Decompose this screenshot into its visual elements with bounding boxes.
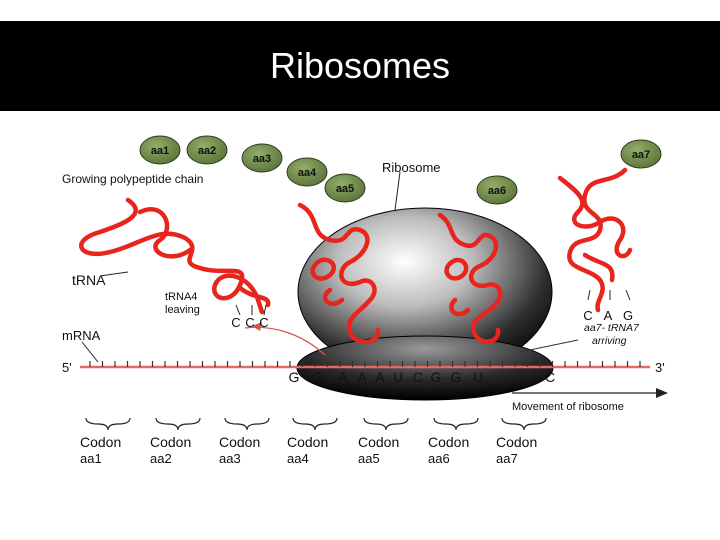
- growing-chain-label: Growing polypeptide chain: [62, 172, 203, 186]
- codon-brace: [433, 417, 479, 431]
- mrna-strand: [80, 361, 650, 369]
- codon-label: Codon: [219, 434, 260, 450]
- three-prime-label: 3': [655, 360, 665, 375]
- codon-label: Codon: [358, 434, 399, 450]
- mrna-base: A: [375, 369, 385, 385]
- mrna-base: G: [289, 369, 300, 385]
- trna-middle-1: [297, 202, 381, 345]
- amino-acid-4: aa4: [286, 157, 328, 187]
- mrna-base: G: [431, 369, 442, 385]
- amino-acid-2: aa2: [186, 135, 228, 165]
- trna-middle-2: [437, 212, 503, 344]
- codon-aa-label: aa1: [80, 451, 102, 466]
- ribosome-label: Ribosome: [382, 160, 441, 175]
- codon-brace: [224, 417, 270, 431]
- anticodon-base: C: [259, 315, 268, 330]
- codon-brace: [363, 417, 409, 431]
- movement-label: Movement of ribosome: [512, 401, 624, 413]
- arriving-label: aa7- tRNA7: [584, 322, 640, 334]
- anticodon-base: C: [231, 315, 240, 330]
- amino-acid-label: aa3: [253, 153, 271, 165]
- mrna-base: C: [413, 369, 423, 385]
- amino-acid-label: aa6: [488, 185, 506, 197]
- amino-acid-1: aa1: [139, 135, 181, 165]
- amino-acid-7: aa7: [620, 139, 662, 169]
- codon-brace: [292, 417, 338, 431]
- amino-acid-label: aa1: [151, 145, 169, 157]
- codon-brace: [155, 417, 201, 431]
- mrna-base: A: [338, 369, 348, 385]
- codon-label: Codon: [80, 434, 121, 450]
- amino-acid-label: aa2: [198, 145, 216, 157]
- amino-acid-label: aa7: [632, 149, 650, 161]
- codon-label: Codon: [287, 434, 328, 450]
- mrna-base: G: [451, 369, 462, 385]
- mrna-base: G: [313, 369, 324, 385]
- amino-acid-5: aa5: [324, 173, 366, 203]
- arriving-label-2: arriving: [592, 335, 627, 347]
- mrna-base: U: [393, 369, 403, 385]
- amino-acid-3: aa3: [241, 143, 283, 173]
- trna-label: tRNA: [72, 272, 106, 288]
- mrna-base: C: [545, 369, 555, 385]
- movement-arrow: [512, 388, 668, 398]
- codon-brace: [501, 417, 547, 431]
- five-prime-label: 5': [62, 360, 72, 375]
- trna-right: [557, 167, 633, 313]
- codon-aa-label: aa4: [287, 451, 309, 466]
- codon-row: Codonaa1Codonaa2Codonaa3Codonaa4Codonaa5…: [80, 417, 547, 466]
- mrna-base: U: [473, 369, 483, 385]
- amino-acid-label: aa5: [336, 183, 354, 195]
- anticodon-base: C: [245, 315, 254, 330]
- codon-aa-label: aa3: [219, 451, 241, 466]
- codon-label: Codon: [428, 434, 469, 450]
- codon-label: Codon: [496, 434, 537, 450]
- trna4-leaving-label: tRNA4: [165, 291, 197, 303]
- trna-left: [79, 197, 271, 315]
- title-bar: [0, 21, 720, 111]
- codon-brace: [85, 417, 131, 431]
- anticodon-base: C: [583, 308, 592, 323]
- codon-aa-label: aa7: [496, 451, 518, 466]
- trna4-leaving-label-2: leaving: [165, 304, 200, 316]
- amino-acid-label: aa4: [298, 167, 317, 179]
- codon-aa-label: aa5: [358, 451, 380, 466]
- polypeptide-chain: aa1 aa2 aa3 aa4 aa5 aa6 aa7: [139, 135, 662, 205]
- codon-aa-label: aa2: [150, 451, 172, 466]
- anticodon-base: A: [604, 308, 613, 323]
- codon-label: Codon: [150, 434, 191, 450]
- mrna-base: A: [357, 369, 367, 385]
- anticodon-base: G: [623, 308, 633, 323]
- amino-acid-6: aa6: [476, 175, 518, 205]
- mrna-label: mRNA: [62, 328, 101, 343]
- slide-title: Ribosomes: [269, 45, 451, 86]
- codon-aa-label: aa6: [428, 451, 450, 466]
